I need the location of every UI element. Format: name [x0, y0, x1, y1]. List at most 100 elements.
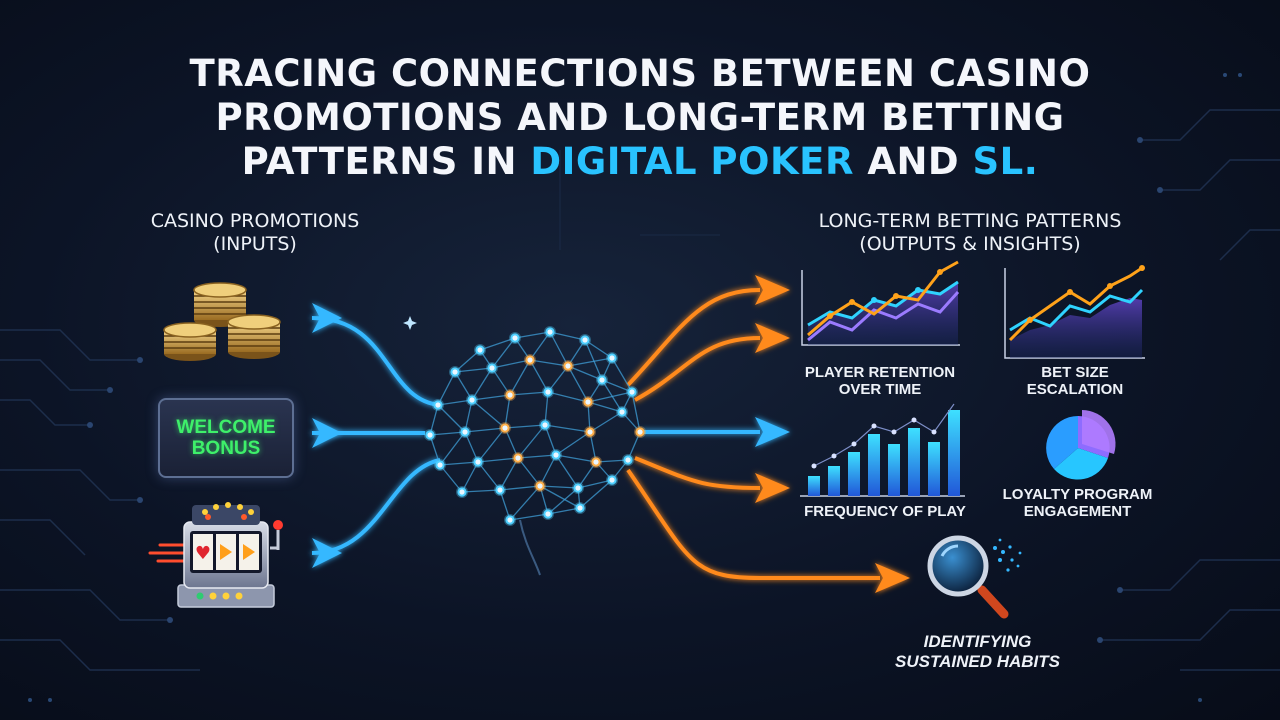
outputs-heading: LONG-TERM BETTING PATTERNS (OUTPUTS & IN…	[770, 210, 1170, 256]
network-node	[475, 345, 485, 355]
title-highlight-digital-poker: DIGITAL POKER	[530, 140, 854, 183]
network-node	[623, 455, 633, 465]
network-link	[584, 339, 603, 381]
network-link	[547, 487, 579, 515]
network-link	[589, 411, 623, 433]
network-node	[635, 427, 645, 437]
loyalty-line-1: LOYALTY PROGRAM	[1002, 486, 1153, 503]
network-node	[543, 509, 553, 519]
network-link	[504, 394, 511, 429]
network-node	[583, 397, 593, 407]
network-node	[425, 430, 435, 440]
output-arrow-1	[755, 275, 790, 305]
welcome-bonus-line-1: WELCOME	[176, 417, 276, 438]
network-link	[584, 339, 613, 359]
inputs-heading: CASINO PROMOTIONS (INPUTS)	[110, 210, 400, 256]
network-node	[551, 450, 561, 460]
bet-size-line-2: ESCALATION	[1026, 381, 1124, 398]
input-flow-chips	[311, 316, 441, 407]
network-link	[567, 365, 603, 381]
chip-stacks-icon	[163, 282, 281, 361]
network-link	[477, 461, 501, 491]
network-link	[429, 431, 466, 436]
network-node	[607, 353, 617, 363]
frequency-caption: FREQUENCY OF PLAY	[790, 503, 980, 520]
network-node	[467, 395, 477, 405]
output-flows	[626, 288, 880, 580]
network-node	[545, 327, 555, 337]
network-node	[585, 427, 595, 437]
network-node	[505, 515, 515, 525]
network-link	[517, 454, 557, 459]
network-link	[601, 379, 633, 393]
network-node	[563, 361, 573, 371]
network-node	[580, 335, 590, 345]
network-node	[543, 387, 553, 397]
page-title: TRACING CONNECTIONS BETWEEN CASINO PROMO…	[140, 52, 1140, 184]
output-arrow-3	[755, 417, 790, 447]
network-link	[499, 485, 541, 491]
network-link	[529, 359, 569, 367]
network-link	[539, 485, 549, 515]
network-node	[505, 390, 515, 400]
network-link	[439, 431, 466, 466]
frequency-of-play-chart	[800, 403, 965, 497]
network-link	[611, 357, 633, 393]
network-link	[577, 479, 613, 489]
loyalty-caption: LOYALTY PROGRAM ENGAGEMENT	[990, 486, 1165, 520]
network-link	[529, 359, 549, 393]
title-line-3-mid: AND	[853, 140, 973, 183]
input-arrow-1	[312, 303, 342, 333]
network-node	[513, 453, 523, 463]
network-link	[479, 337, 516, 351]
habits-line-1: IDENTIFYING	[923, 632, 1032, 651]
slot-machine-icon: ♥	[148, 502, 283, 608]
network-link	[491, 367, 511, 396]
outputs-heading-line-2: (OUTPUTS & INSIGHTS)	[859, 233, 1081, 255]
network-link	[547, 507, 581, 515]
network-link	[499, 457, 519, 491]
network-link	[539, 485, 581, 509]
svg-text:♥: ♥	[195, 543, 211, 564]
network-node	[473, 457, 483, 467]
network-node	[500, 423, 510, 433]
network-link	[439, 461, 479, 466]
network-link	[509, 485, 541, 521]
output-flow-habits	[626, 468, 880, 580]
network-link	[504, 427, 519, 459]
network-link	[587, 401, 591, 433]
network-link	[509, 513, 549, 521]
habits-line-2: SUSTAINED HABITS	[895, 652, 1060, 671]
network-node	[540, 420, 550, 430]
network-link	[464, 399, 473, 433]
network-link	[567, 357, 613, 367]
welcome-bonus-line-2: BONUS	[191, 438, 261, 459]
network-node	[627, 387, 637, 397]
network-link	[464, 431, 479, 463]
network-link	[555, 431, 591, 456]
network-link	[595, 459, 629, 463]
title-line-1: TRACING CONNECTIONS BETWEEN CASINO	[189, 52, 1091, 95]
network-node	[435, 460, 445, 470]
input-arrowheads	[312, 303, 342, 568]
bet-size-caption: BET SIZE ESCALATION	[1000, 364, 1150, 398]
network-link	[567, 339, 586, 367]
neural-network-brain	[424, 326, 646, 576]
network-link	[437, 399, 473, 406]
network-link	[529, 331, 551, 361]
network-link	[504, 424, 546, 429]
network-link	[547, 391, 589, 403]
network-node	[433, 400, 443, 410]
network-link	[579, 479, 613, 509]
loyalty-pie-chart-icon	[1046, 410, 1116, 480]
network-link	[464, 427, 506, 433]
player-retention-chart	[801, 260, 960, 346]
network-link	[517, 457, 541, 487]
output-flow-bet-size	[634, 336, 761, 402]
output-flow-retention	[626, 288, 761, 387]
title-line-3-start: PATTERNS IN	[241, 140, 531, 183]
network-link	[509, 391, 549, 396]
habits-caption: IDENTIFYING SUSTAINED HABITS	[870, 632, 1085, 672]
network-link	[547, 365, 569, 393]
